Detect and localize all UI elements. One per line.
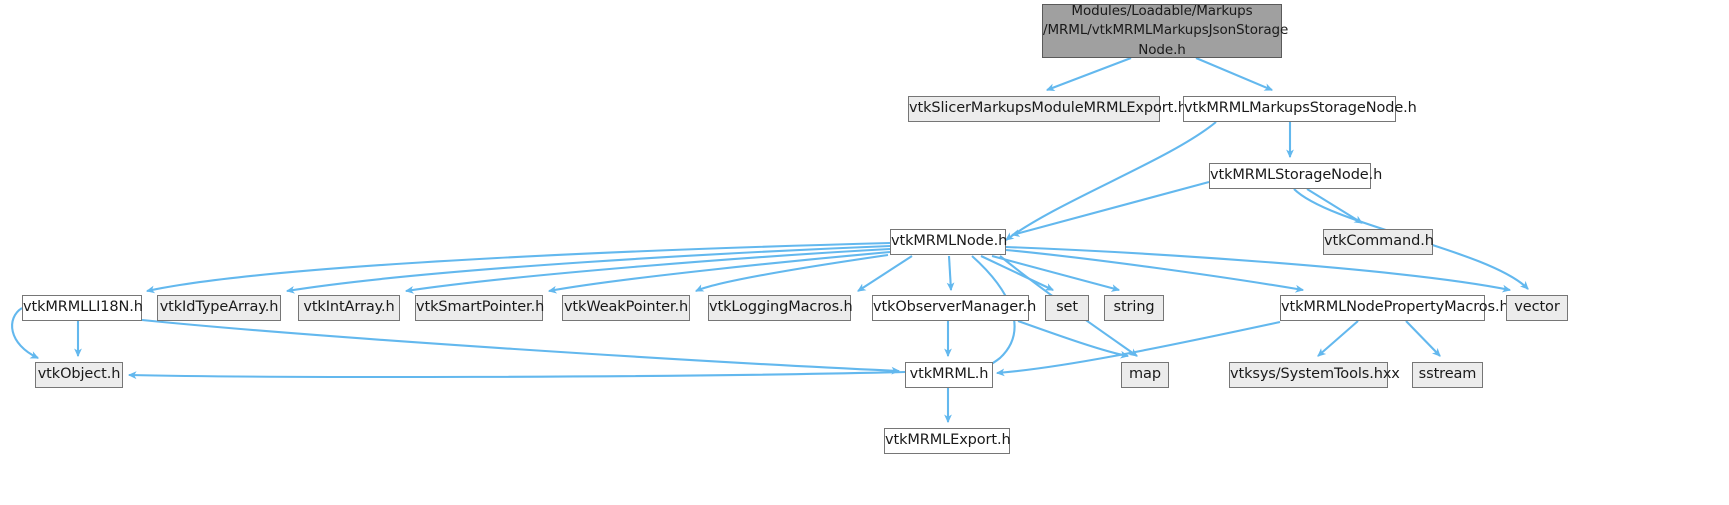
graph-node-vtkmrmlstoragenode[interactable]: vtkMRMLStorageNode.h [1209,163,1383,189]
graph-node-label: vtksys/SystemTools.hxx [1230,366,1400,383]
graph-node-vtkmrmlnode[interactable]: vtkMRMLNode.h [890,229,1008,255]
graph-node-label: vtkCommand.h [1324,233,1434,250]
graph-node-string[interactable]: string [1104,295,1164,321]
graph-node-label: set [1056,299,1078,316]
graph-node-set[interactable]: set [1045,295,1089,321]
graph-node-vtkloggingmacros[interactable]: vtkLoggingMacros.h [708,295,853,321]
graph-node-label: vtkMRMLMarkupsStorageNode.h [1184,100,1417,117]
graph-node-vtksmartpointer[interactable]: vtkSmartPointer.h [415,295,545,321]
graph-node-label: Modules/Loadable/Markups /MRML/vtkMRMLMa… [1043,3,1289,58]
graph-node-vtkweakpointer[interactable]: vtkWeakPointer.h [562,295,690,321]
graph-node-label: vtkMRMLNodePropertyMacros.h [1281,299,1509,316]
graph-node-vtkmrml[interactable]: vtkMRML.h [905,362,993,388]
graph-node-vtkidtypearray[interactable]: vtkIdTypeArray.h [157,295,281,321]
graph-node-label: vtkObject.h [37,366,121,383]
edge-group-lower [11,307,1441,424]
graph-node-label: vtkMRMLExport.h [885,432,1011,449]
graph-node-vtksys-systemtools[interactable]: vtksys/SystemTools.hxx [1229,362,1400,388]
graph-node-root[interactable]: Modules/Loadable/Markups /MRML/vtkMRMLMa… [1042,3,1289,58]
graph-node-label: vtkObserverManager.h [873,299,1037,316]
graph-node-label: vtkMRMLLI18N.h [23,299,143,316]
graph-node-sstream[interactable]: sstream [1412,362,1483,388]
graph-node-vector[interactable]: vector [1506,295,1568,321]
graph-node-vtkmrmlexport[interactable]: vtkMRMLExport.h [884,428,1011,454]
graph-node-label: vtkMRMLNode.h [891,233,1008,250]
graph-node-vtkobject[interactable]: vtkObject.h [35,362,123,388]
graph-node-label: vtkIdTypeArray.h [159,299,279,316]
graph-node-label: vtkSmartPointer.h [416,299,545,316]
graph-node-label: string [1113,299,1155,316]
graph-node-label: map [1129,366,1161,383]
graph-node-label: sstream [1418,366,1477,383]
graph-node-label: vtkLoggingMacros.h [709,299,853,316]
graph-node-map[interactable]: map [1121,362,1169,388]
graph-node-vtkmrmli18n[interactable]: vtkMRMLLI18N.h [22,295,143,321]
graph-node-label: vtkSlicerMarkupsModuleMRMLExport.h [909,100,1187,117]
graph-node-label: vtkIntArray.h [303,299,395,316]
graph-node-vtkmrmlnodepropertymacros[interactable]: vtkMRMLNodePropertyMacros.h [1280,295,1509,321]
graph-node-vtkslicermarkupsmodulemrmlexport[interactable]: vtkSlicerMarkupsModuleMRMLExport.h [908,96,1187,122]
graph-node-label: vtkMRML.h [909,366,989,383]
graph-node-label: vtkWeakPointer.h [563,299,689,316]
graph-node-vtkcommand[interactable]: vtkCommand.h [1323,229,1434,255]
graph-node-label: vtkMRMLStorageNode.h [1210,167,1383,184]
graph-node-vtkintarray[interactable]: vtkIntArray.h [298,295,400,321]
graph-node-label: vector [1514,299,1560,316]
graph-node-vtkmrmlmarkupsstoragenode[interactable]: vtkMRMLMarkupsStorageNode.h [1183,96,1417,122]
graph-node-vtkobservermanager[interactable]: vtkObserverManager.h [872,295,1037,321]
